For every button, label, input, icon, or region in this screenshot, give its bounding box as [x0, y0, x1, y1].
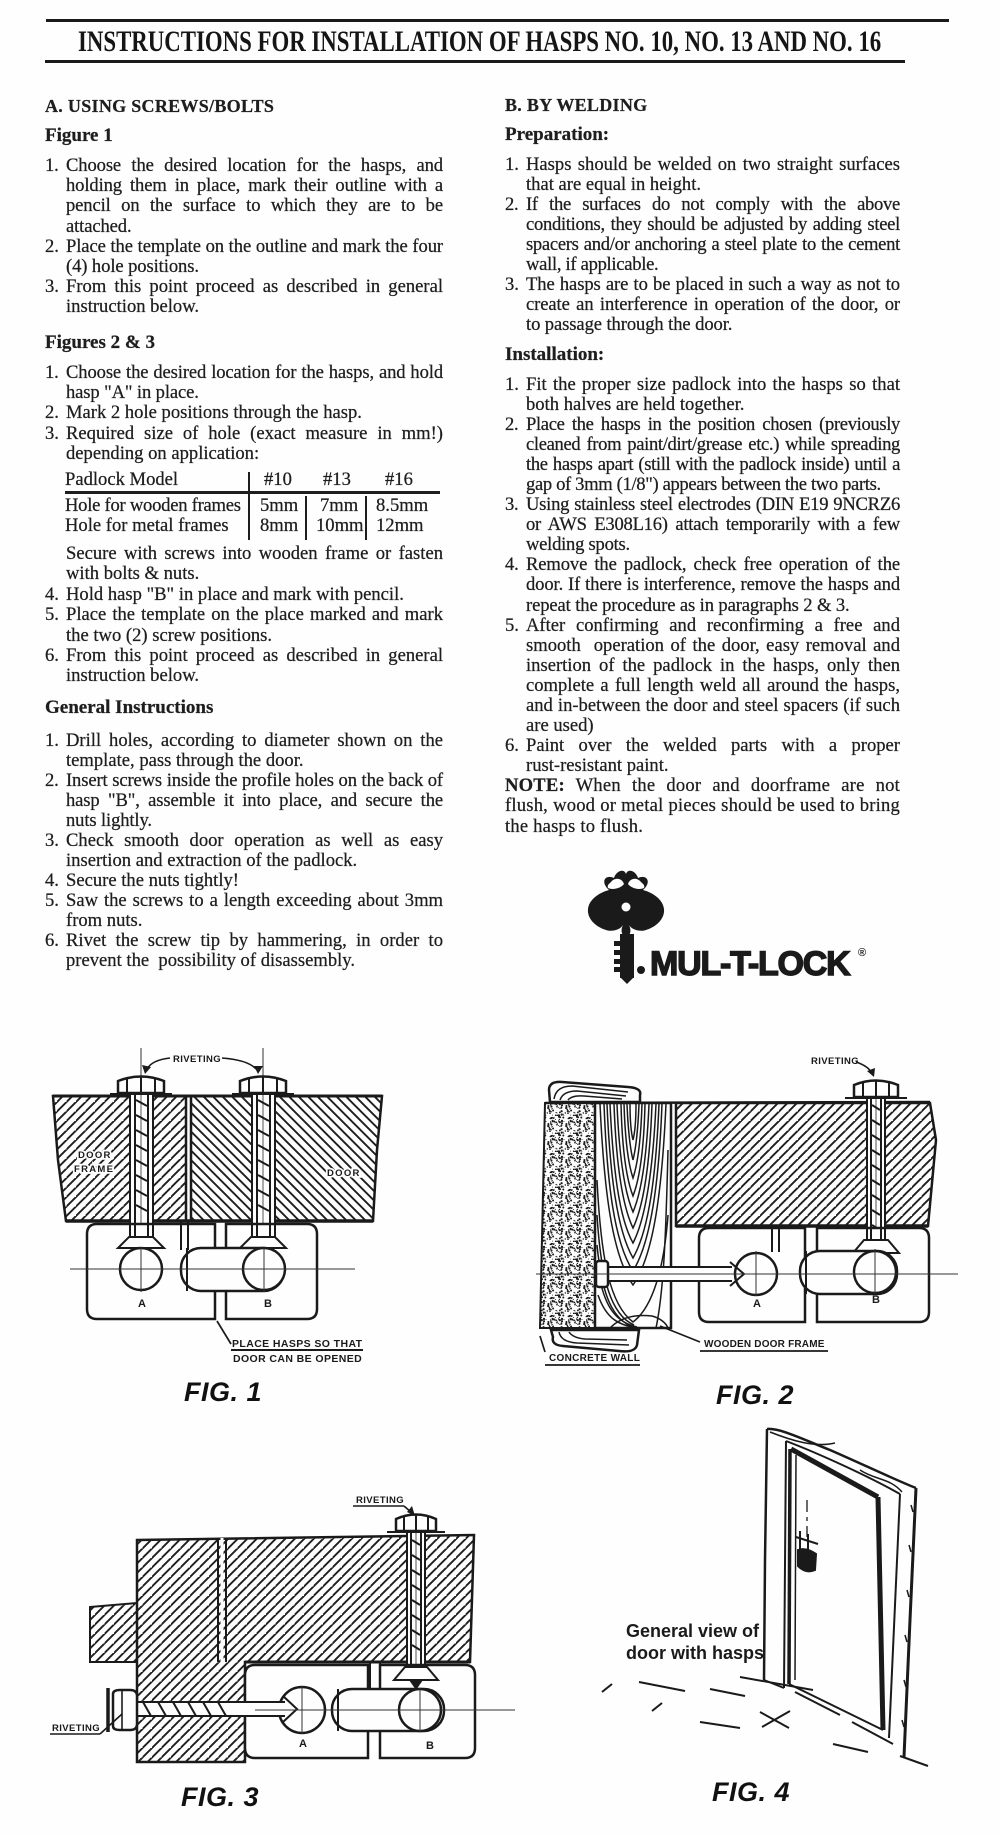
svg-text:FIG. 4: FIG. 4 [712, 1777, 790, 1807]
svg-text:A: A [138, 1298, 146, 1310]
svg-text:PLACE HASPS SO THAT: PLACE HASPS SO THAT [232, 1338, 363, 1350]
svg-text:B: B [872, 1294, 880, 1306]
svg-text:RIVETING: RIVETING [811, 1056, 859, 1067]
svg-text:B: B [264, 1298, 272, 1310]
svg-text:WOODEN DOOR FRAME: WOODEN DOOR FRAME [704, 1339, 825, 1350]
svg-text:MUL-T-LOCK: MUL-T-LOCK [650, 945, 851, 983]
svg-text:CONCRETE WALL: CONCRETE WALL [549, 1353, 640, 1364]
svg-text:FIG. 1: FIG. 1 [184, 1377, 262, 1407]
svg-text:door with hasps: door with hasps [626, 1643, 764, 1663]
svg-text:®: ® [858, 947, 866, 959]
svg-text:A: A [753, 1298, 761, 1310]
svg-text:B: B [426, 1740, 434, 1752]
svg-text:General view of: General view of [626, 1621, 760, 1641]
svg-text:A: A [299, 1738, 307, 1750]
svg-text:FIG. 2: FIG. 2 [716, 1380, 794, 1410]
svg-text:DOOR: DOOR [78, 1150, 112, 1161]
svg-text:RIVETING: RIVETING [173, 1054, 221, 1065]
svg-text:FRAME: FRAME [74, 1164, 114, 1175]
svg-text:FIG. 3: FIG. 3 [181, 1782, 259, 1812]
svg-text:DOOR CAN BE OPENED: DOOR CAN BE OPENED [233, 1353, 362, 1365]
svg-text:DOOR: DOOR [327, 1168, 361, 1179]
svg-text:RIVETING: RIVETING [356, 1495, 404, 1506]
svg-text:RIVETING: RIVETING [52, 1723, 100, 1734]
